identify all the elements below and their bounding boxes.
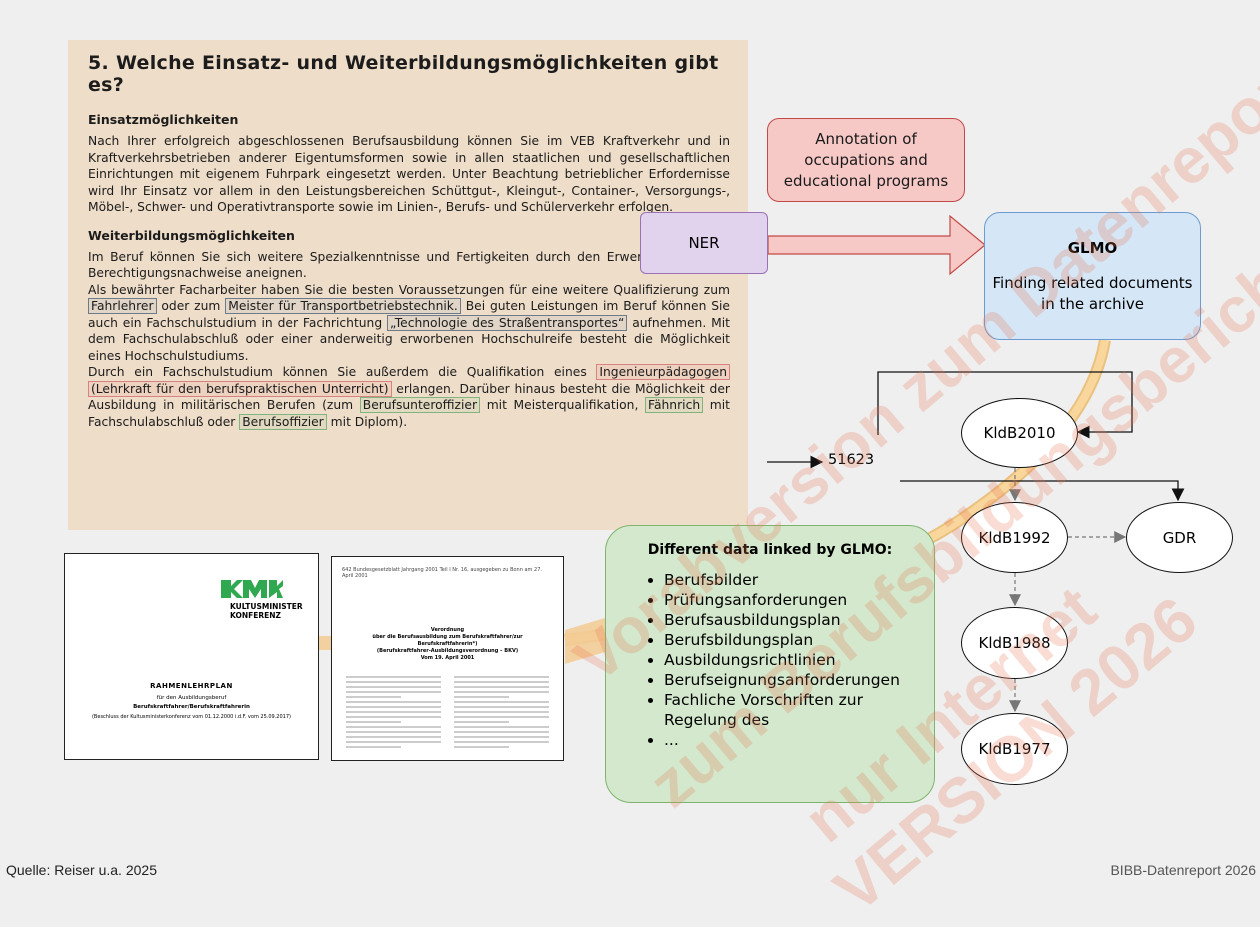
- verordnung-body-lines: [346, 676, 549, 748]
- highlight-technologie: „Technologie des Straßentransportes“: [387, 314, 628, 331]
- scan-text: Durch ein Fachschulstudium können Sie au…: [88, 365, 587, 379]
- verordnung-date: Vom 19. April 2001: [420, 655, 475, 661]
- list-item: Berufsbildungsplan: [664, 630, 916, 650]
- glmo-box: GLMO Finding related documents in the ar…: [984, 212, 1201, 340]
- scan-text: aufnehmen. Mit dem Fachschulabschluß ode…: [88, 315, 730, 363]
- scan-text: mit Fachschulabschluß oder: [88, 398, 730, 429]
- list-item: Berufsausbildungsplan: [664, 610, 916, 630]
- rahmenlehrplan-line1: für den Ausbildungsberuf: [156, 695, 227, 701]
- code-to-gdr-line: [900, 480, 1185, 502]
- verordnung-title: Verordnung über die Berufsausbildung zum…: [372, 627, 523, 662]
- document-verordnung: 642 Bundesgesetzblatt Jahrgang 2001 Teil…: [331, 556, 564, 761]
- ner-box: NER: [640, 212, 768, 274]
- scanned-document: 5. Welche Einsatz- und Weiterbildungsmög…: [68, 40, 748, 530]
- node-kldb2010: KldB2010: [961, 398, 1078, 468]
- node-gdr: GDR: [1126, 502, 1233, 573]
- ner-to-glmo-arrow: [767, 214, 986, 276]
- linked-data-title: Different data linked by GLMO:: [647, 542, 893, 558]
- glmo-description: Finding related documents in the archive: [992, 273, 1193, 313]
- scan-paragraph-3: Durch ein Fachschulstudium können Sie au…: [88, 364, 730, 430]
- kmk-name-line2: KONFERENZ: [230, 611, 281, 620]
- highlight-fahrlehrer: Fahrlehrer: [88, 298, 157, 314]
- linked-data-box: Different data linked by GLMO: Berufsbil…: [605, 525, 935, 803]
- list-item: Ausbildungsrichtlinien: [664, 650, 916, 670]
- kmk-name: KULTUSMINISTER KONFERENZ: [230, 602, 303, 620]
- highlight-unteroffizier: Berufsunteroffizier: [359, 397, 481, 413]
- verordnung-title-3: (Berufskraftfahrer-Ausbildungsverordnung…: [376, 648, 519, 654]
- list-item: Prüfungsanforderungen: [664, 590, 916, 610]
- scan-text: Im Beruf können Sie sich weitere Spezial…: [88, 249, 730, 281]
- occupation-code: 51623: [828, 452, 875, 468]
- rahmenlehrplan-title: RAHMENLEHRPLAN: [150, 682, 233, 690]
- kmk-name-line1: KULTUSMINISTER: [230, 602, 303, 611]
- scan-title: 5. Welche Einsatz- und Weiterbildungsmög…: [88, 52, 719, 96]
- highlight-lehrkraft: (Lehrkraft für den berufspraktischen Unt…: [88, 380, 392, 397]
- scan-heading-weiterbildung: Weiterbildungsmöglichkeiten: [88, 227, 295, 243]
- linked-data-list: Berufsbilder Prüfungsanforderungen Beruf…: [624, 570, 916, 750]
- highlight-faehnrich: Fähnrich: [645, 397, 704, 413]
- kmk-logo: [221, 580, 283, 598]
- highlight-meister: Meister für Transportbetriebstechnik.: [225, 298, 461, 314]
- rahmenlehrplan-line2: Berufskraftfahrer/Berufskraftfahrerin: [133, 704, 250, 710]
- highlight-ingenieur: Ingenieurpädagogen: [596, 364, 730, 380]
- source-note: Quelle: Reiser u.a. 2025: [6, 862, 157, 878]
- scan-text: Bei guten Leistungen im Beruf können Sie…: [88, 299, 730, 330]
- verordnung-title-2: über die Berufsausbildung zum Berufskraf…: [372, 634, 523, 647]
- document-rahmenlehrplan: KULTUSMINISTER KONFERENZ RAHMENLEHRPLAN …: [64, 553, 319, 760]
- scan-text: mit Diplom).: [330, 414, 408, 429]
- scan-text: erlangen. Darüber hinaus besteht die Mög…: [88, 381, 730, 413]
- report-credit: BIBB-Datenreport 2026: [1110, 862, 1256, 878]
- list-item: Berufseignungsanforderungen: [664, 670, 916, 690]
- list-item: Fachliche Vorschriften zur Regelung des: [664, 690, 916, 730]
- scan-paragraph-1: Im Beruf können Sie sich weitere Spezial…: [88, 249, 730, 282]
- scan-heading-einsatz: Einsatzmöglichkeiten: [88, 112, 239, 127]
- kldb2010-loop: [877, 371, 1133, 439]
- scan-text: Als bewährter Facharbeiter haben Sie die…: [88, 282, 730, 297]
- list-item: ...: [664, 730, 916, 750]
- verordnung-header: 642 Bundesgesetzblatt Jahrgang 2001 Teil…: [342, 567, 542, 579]
- scan-paragraph-einsatz: Nach Ihrer erfolgreich abgeschlossenen B…: [88, 134, 730, 214]
- glmo-doc-band-left: [319, 636, 331, 650]
- highlight-offizier: Berufsoffizier: [239, 413, 327, 430]
- node-kldb1988: KldB1988: [961, 607, 1068, 679]
- annotation-box: Annotation of occupations and educationa…: [767, 118, 965, 202]
- rahmenlehrplan-line3: (Beschluss der Kultusministerkonferenz v…: [91, 714, 291, 720]
- node-kldb1977: KldB1977: [961, 713, 1068, 785]
- glmo-title: GLMO: [1067, 238, 1118, 257]
- list-item: Berufsbilder: [664, 570, 916, 590]
- scan-text: mit Meisterqualifikation,: [486, 398, 639, 412]
- scan-text: oder zum: [161, 299, 221, 313]
- node-kldb1992: KldB1992: [961, 502, 1068, 573]
- verordnung-title-1: Verordnung: [430, 627, 465, 633]
- scan-paragraph-2: Als bewährter Facharbeiter haben Sie die…: [88, 282, 730, 365]
- glmo-doc-band: [565, 618, 605, 664]
